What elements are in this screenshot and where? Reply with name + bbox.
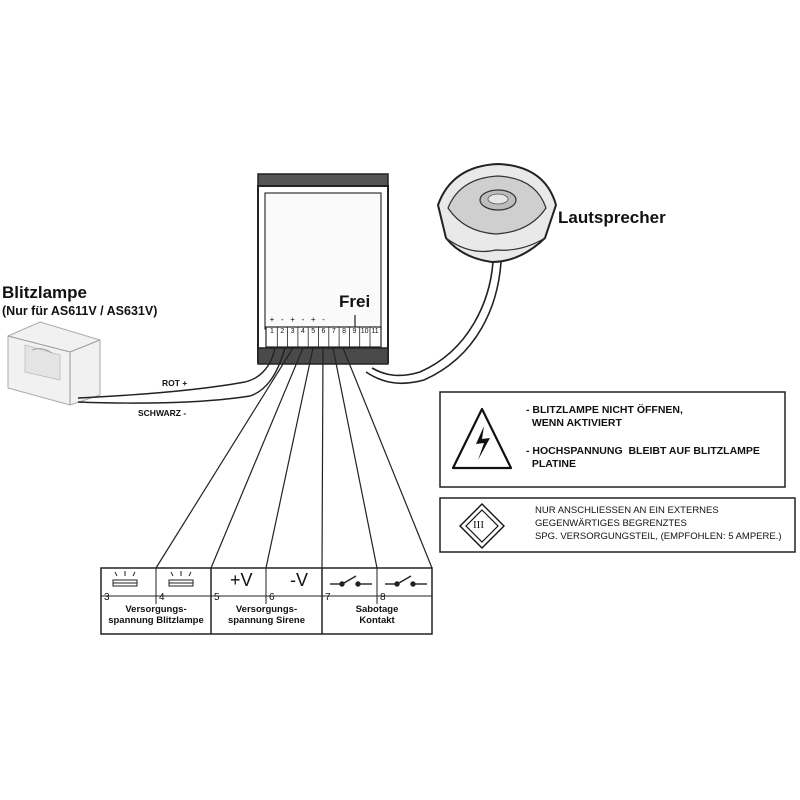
- cell-number-4: 4: [159, 592, 165, 603]
- terminal-number: 1: [270, 328, 274, 335]
- caption-flash-2: spannung Blitzlampe: [108, 615, 204, 626]
- terminal-polarity: -: [280, 315, 284, 324]
- minus-v-symbol: -V: [290, 570, 308, 590]
- fan-out-wires: [155, 347, 433, 569]
- terminal-number: 4: [300, 328, 305, 335]
- terminal-polarity: +: [290, 315, 295, 324]
- caption-tamper-2: Kontakt: [359, 615, 395, 626]
- plus-v-symbol: +V: [230, 570, 253, 590]
- terminal-number: 6: [321, 328, 326, 335]
- lautsprecher-label: Lautsprecher: [558, 208, 666, 227]
- switch-symbol-icon: [330, 575, 372, 587]
- caption-flash-supply: Versorgungs- spannung Blitzlampe: [101, 604, 211, 626]
- speaker-cable: [365, 261, 502, 385]
- terminal-polarity: -: [322, 315, 325, 324]
- cell-number-8: 8: [380, 592, 386, 603]
- schwarz-wire-label: SCHWARZ -: [138, 408, 187, 418]
- terminal-number: 9: [352, 328, 357, 335]
- terminal-polarity: +: [310, 315, 316, 324]
- caption-flash-1: Versorgungs-: [125, 604, 187, 615]
- caption-tamper-1: Sabotage: [355, 604, 399, 615]
- warning-text-4: PLATINE: [526, 458, 576, 470]
- connection-table: [100, 567, 433, 635]
- speaker-icon: [436, 162, 558, 264]
- cell-number-6: 6: [269, 592, 275, 603]
- blitzlampe-title: Blitzlampe: [2, 283, 88, 302]
- cell-number-7: 7: [325, 592, 331, 603]
- terminal-number: 10: [360, 328, 369, 335]
- terminal-number: 5: [311, 328, 316, 335]
- terminal-polarity: -: [301, 315, 305, 324]
- class-iii-icon: [459, 503, 505, 549]
- terminal-number: 8: [342, 328, 347, 335]
- caption-tamper-contact: Sabotage Kontakt: [322, 604, 432, 626]
- class-iii-symbol-text: III: [473, 519, 484, 531]
- warning-text-1: - BLITZLAMPE NICHT ÖFFNEN,: [526, 404, 683, 416]
- blitzlampe-subtitle: (Nur für AS611V / AS631V): [2, 304, 158, 318]
- caption-siren-1: Versorgungs-: [235, 604, 298, 615]
- flash-lamp-cable: [77, 347, 286, 404]
- high-voltage-warning-icon: [451, 407, 513, 470]
- terminal-strip: [265, 326, 382, 348]
- caption-siren-2: spannung Sirene: [227, 615, 306, 626]
- flash-lamp-icon: [7, 321, 101, 406]
- warning-text-2: WENN AKTIVIERT: [526, 417, 622, 429]
- frei-label: Frei: [339, 292, 371, 311]
- warning-box: [439, 391, 786, 488]
- rot-wire-label: ROT +: [162, 378, 188, 388]
- terminal-number: 11: [371, 328, 379, 335]
- cell-number-5: 5: [214, 592, 220, 603]
- warning-text-3: - HOCHSPANNUNG BLEIBT AUF BLITZLAMPE: [526, 445, 760, 457]
- note-text-2: GEGENWÄRTIGES BEGRENZTES: [535, 518, 687, 529]
- switch-symbol-icon: [385, 575, 427, 587]
- cell-number-3: 3: [104, 592, 110, 603]
- terminal-number: 3: [290, 328, 295, 335]
- caption-siren-supply: Versorgungs- spannung Sirene: [211, 604, 322, 626]
- terminal-number: 2: [280, 328, 285, 335]
- lamp-symbol-icon: [168, 571, 194, 587]
- terminal-number: 7: [331, 328, 336, 335]
- lamp-symbol-icon: [112, 571, 138, 587]
- note-text-3: SPG. VERSORGUNGSTEIL, (EMPFOHLEN: 5 AMPE…: [535, 531, 782, 542]
- note-text-1: NUR ANSCHLIESSEN AN EIN EXTERNES: [535, 505, 719, 516]
- terminal-polarity: +: [269, 315, 275, 324]
- note-box: [439, 497, 796, 553]
